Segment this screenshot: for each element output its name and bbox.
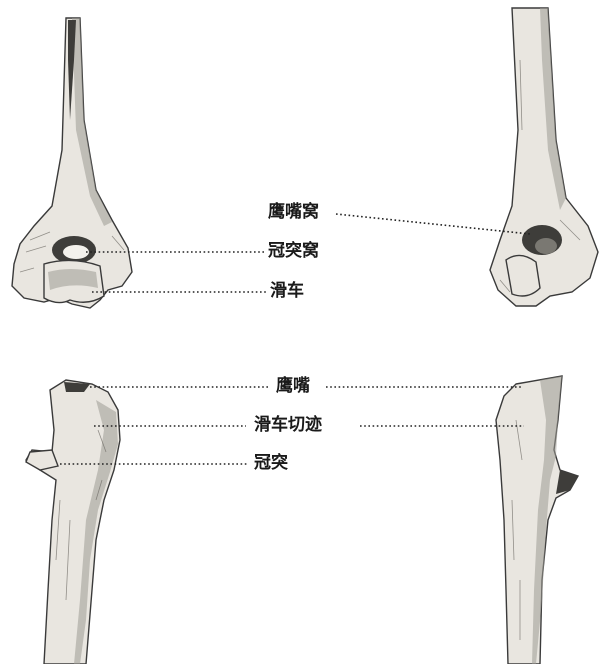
ulna-lateral: [26, 380, 120, 664]
ulna-posterior: [496, 376, 578, 664]
label-coronoid-process: 冠突: [252, 453, 290, 473]
label-olecranon: 鹰嘴: [274, 376, 312, 396]
label-olecranon-fossa: 鹰嘴窝: [266, 202, 321, 222]
humerus-anterior: [12, 18, 132, 308]
label-coronoid-fossa: 冠突窝: [266, 241, 321, 261]
label-trochlea: 滑车: [268, 281, 306, 301]
leader-olecranon-fossa: [336, 214, 530, 234]
label-trochlear-notch: 滑车切迹: [252, 415, 324, 435]
humerus-posterior: [490, 8, 598, 306]
